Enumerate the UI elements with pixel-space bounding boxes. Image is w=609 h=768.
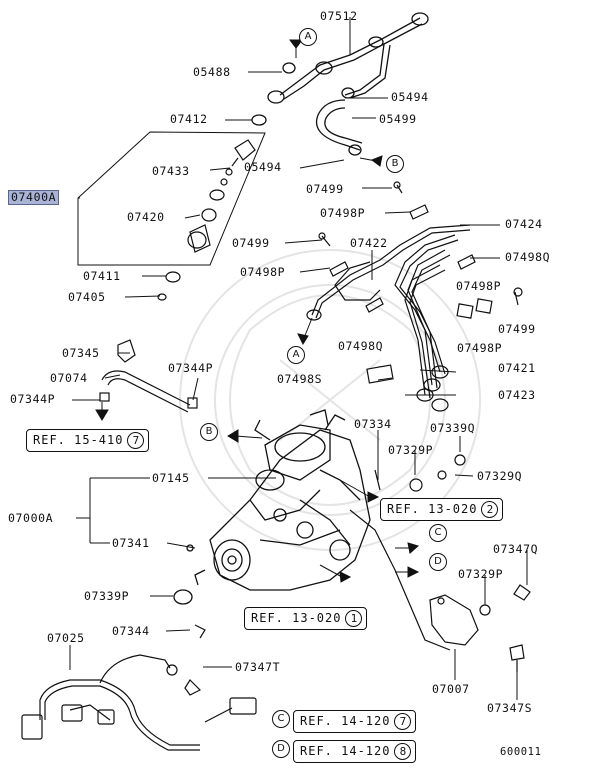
callout-d: D [429, 553, 447, 571]
ref-text: REF. 15-410 [33, 433, 124, 447]
part-label-07334: 07334 [354, 417, 392, 431]
part-label-05488: 05488 [193, 65, 231, 79]
part-label-07007: 07007 [432, 682, 470, 696]
injector-nozzle-group [157, 139, 256, 301]
part-label-07344P: 07344P [168, 361, 214, 375]
part-label-07433: 07433 [152, 164, 190, 178]
part-label-07420: 07420 [127, 210, 165, 224]
wiring-harness-07025 [21, 624, 257, 751]
reference-arrows [95, 39, 420, 583]
callout-b-top: B [386, 155, 404, 173]
part-label-07145: 07145 [152, 471, 190, 485]
part-label-07000A: 07000A [8, 511, 54, 525]
part-label-07498P: 07498P [320, 206, 366, 220]
part-label-07411: 07411 [83, 269, 121, 283]
part-label-07498S: 07498S [277, 372, 323, 386]
part-label-05494-lower: 05494 [244, 160, 282, 174]
part-label-07339P: 07339P [84, 589, 130, 603]
part-label-07339Q: 07339Q [430, 421, 476, 435]
part-label-07341: 07341 [112, 536, 150, 550]
ref-text: REF. 14-120 [300, 744, 391, 758]
part-label-07347Q: 07347Q [493, 542, 539, 556]
part-label-07405: 07405 [68, 290, 106, 304]
callout-c-ref: C [272, 710, 290, 728]
part-label-07498P-d: 07498P [457, 341, 503, 355]
ref-number: 8 [394, 743, 412, 760]
part-label-07025: 07025 [47, 631, 85, 645]
part-label-07347T: 07347T [235, 660, 281, 674]
part-label-07499: 07499 [306, 182, 344, 196]
part-label-07344P-b: 07344P [10, 392, 56, 406]
ref-number: 2 [481, 501, 499, 518]
part-label-07424: 07424 [505, 217, 543, 231]
callout-d-ref: D [272, 740, 290, 758]
part-label-05499: 05499 [379, 112, 417, 126]
part-label-07400A[interactable]: 07400A [8, 190, 60, 205]
part-label-07498P-c: 07498P [456, 279, 502, 293]
part-label-07423: 07423 [498, 388, 536, 402]
ref-text: REF. 13-020 [387, 502, 478, 516]
return-hose-07074 [99, 339, 198, 413]
part-label-05494: 05494 [391, 90, 429, 104]
part-label-07412: 07412 [170, 112, 208, 126]
callout-a-lower: A [287, 346, 305, 364]
fuel-hose-05499 [251, 99, 363, 156]
ref-number: 7 [394, 713, 412, 730]
injection-pipes-lower [306, 181, 523, 412]
part-label-07329P-b: 07329P [458, 567, 504, 581]
callout-b-lower: B [200, 423, 218, 441]
part-label-07498Q-b: 07498Q [338, 339, 384, 353]
figure-number: 600011 [500, 746, 542, 758]
part-label-07347S: 07347S [487, 701, 533, 715]
callout-a-top: A [299, 28, 317, 46]
ref-text: REF. 13-020 [251, 611, 342, 625]
part-label-07498Q: 07498Q [505, 250, 551, 264]
ref-number: 1 [345, 610, 363, 627]
part-label-07498P-b: 07498P [240, 265, 286, 279]
injection-pipes-upper [267, 12, 429, 104]
part-label-07329Q: 07329Q [477, 469, 523, 483]
part-label-07329P: 07329P [388, 443, 434, 457]
part-label-07499-c: 07499 [498, 322, 536, 336]
ref-number: 7 [127, 432, 145, 449]
callout-c: C [429, 524, 447, 542]
part-label-07421: 07421 [498, 361, 536, 375]
part-label-07344: 07344 [112, 624, 150, 638]
part-label-07345: 07345 [62, 346, 100, 360]
part-label-07074: 07074 [50, 371, 88, 385]
part-label-07422: 07422 [350, 236, 388, 250]
part-label-07512: 07512 [320, 9, 358, 23]
part-label-07499-b: 07499 [232, 236, 270, 250]
ref-text: REF. 14-120 [300, 714, 391, 728]
bracket-07007 [349, 454, 531, 672]
